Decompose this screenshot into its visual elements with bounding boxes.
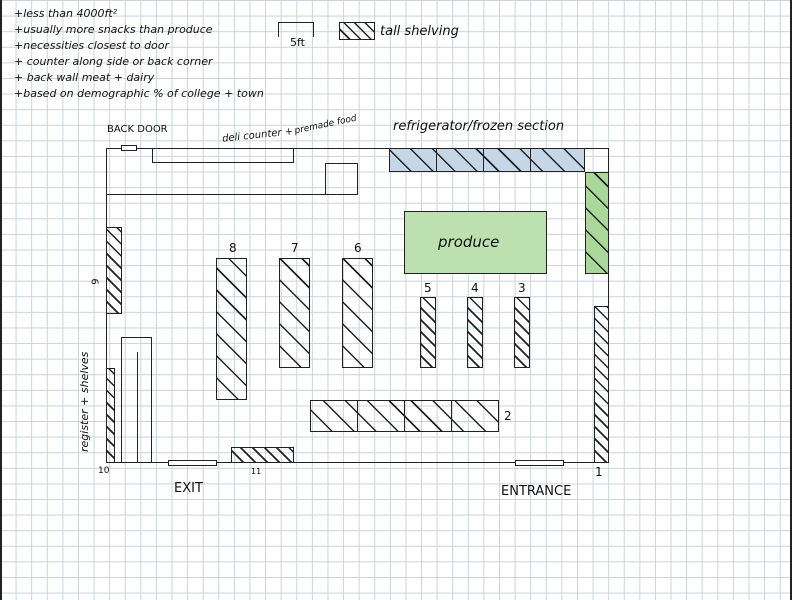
scale-label: 5ft — [290, 36, 305, 49]
shelf-6 — [342, 258, 373, 368]
fridge-divider-3 — [530, 148, 531, 172]
deli-counter-top — [152, 148, 294, 163]
shelf-1-number: 1 — [595, 465, 603, 479]
shelf-10-number: 10 — [98, 466, 110, 476]
back-door — [121, 145, 137, 151]
back-door-label: BACK DOOR — [107, 124, 168, 135]
deli-counter-side — [325, 163, 358, 195]
refrigerator-label: refrigerator/frozen section — [393, 119, 565, 134]
shelf-2-divider-2 — [404, 400, 405, 432]
shelf-9 — [106, 227, 122, 314]
note-4: + counter along side or back corner — [14, 55, 213, 68]
entrance-door — [515, 460, 564, 466]
register-label: register + shelves — [78, 351, 91, 452]
note-2: +usually more snacks than produce — [14, 23, 213, 36]
deli-counter-main — [106, 163, 358, 195]
register-counter-top — [121, 337, 152, 352]
shelf-9-number: 9 — [90, 278, 102, 285]
shelf-3 — [514, 297, 530, 368]
refrigerator-section — [389, 148, 585, 172]
shelf-2-number: 2 — [504, 409, 512, 423]
shelf-4-number: 4 — [471, 281, 479, 295]
shelf-7-number: 7 — [291, 241, 299, 255]
shelf-11-number: 11 — [251, 467, 262, 476]
fridge-divider-1 — [436, 148, 437, 172]
scale-bracket — [278, 22, 314, 37]
premade-food-label: premade food — [293, 113, 358, 137]
shelf-8-number: 8 — [229, 241, 237, 255]
exit-door — [168, 460, 217, 466]
entrance-label: ENTRANCE — [501, 484, 572, 499]
shelf-4 — [467, 297, 483, 368]
note-1: +less than 4000ft² — [14, 7, 118, 20]
left-window-edge — [0, 0, 2, 600]
produce-label: produce — [438, 233, 500, 251]
note-6: +based on demographic % of college + tow… — [14, 87, 264, 100]
register-counter-inner — [121, 337, 122, 463]
shelf-2-divider-3 — [451, 400, 452, 432]
produce-area — [404, 211, 547, 274]
shelf-8 — [216, 258, 247, 400]
shelf-6-number: 6 — [354, 241, 362, 255]
note-3: +necessities closest to door — [14, 39, 170, 52]
note-5: + back wall meat + dairy — [14, 71, 155, 84]
tall-shelving-label: tall shelving — [380, 24, 459, 39]
shelf-2-divider-1 — [357, 400, 358, 432]
register-counter-body — [137, 352, 152, 463]
shelf-3-number: 3 — [518, 281, 526, 295]
right-window-edge — [790, 0, 792, 600]
shelf-5-number: 5 — [424, 281, 432, 295]
tall-shelving-swatch — [339, 22, 375, 40]
shelf-11 — [231, 447, 294, 463]
right-green-shelf — [585, 172, 609, 274]
shelf-5 — [420, 297, 436, 368]
shelf-1 — [594, 306, 609, 463]
notes-list: +less than 4000ft² +usually more snacks … — [14, 6, 264, 102]
shelf-7 — [279, 258, 310, 368]
shelf-10 — [106, 368, 115, 463]
deli-counter-label: deli counter + — [221, 126, 294, 145]
fridge-divider-2 — [483, 148, 484, 172]
exit-label: EXIT — [174, 481, 203, 496]
